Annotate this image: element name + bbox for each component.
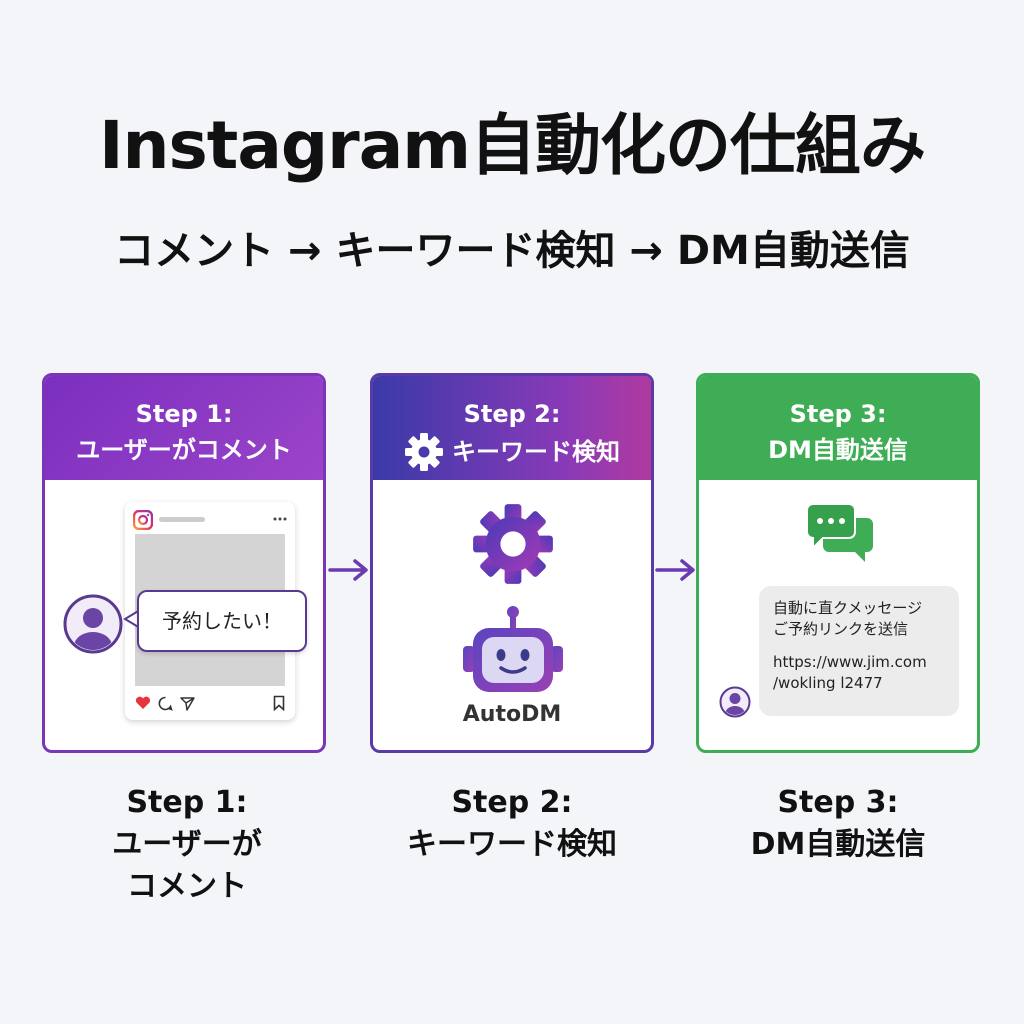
instagram-icon — [133, 510, 153, 530]
step-1-caption: Step 1: ユーザーが コメント — [42, 782, 332, 908]
user-avatar-icon — [719, 686, 751, 718]
caption-line: DM自動送信 — [750, 827, 926, 862]
bubble-tail — [123, 609, 141, 629]
dm-link-line2[interactable]: /wokling l2477 — [773, 674, 883, 692]
caption-line: ユーザーが — [112, 827, 262, 862]
user-avatar-icon — [63, 594, 123, 654]
dm-message: 自動に直クメッセージ ご予約リンクを送信 https://www.jim.com… — [759, 586, 959, 716]
step-1-card: Step 1: ユーザーがコメント — [42, 373, 326, 753]
step-3-card: Step 3: DM自動送信 自動に直クメッセージ ご予約リンクを送信 http… — [696, 373, 980, 753]
step-2-title: キーワード検知 — [452, 438, 620, 466]
step-2-caption: Step 2: キーワード検知 — [370, 782, 654, 866]
step-1-number: Step 1: — [135, 400, 233, 428]
caption-line: Step 1: — [126, 785, 248, 820]
caption-line: Step 3: — [777, 785, 899, 820]
bot-label: AutoDM — [462, 702, 562, 727]
page-subtitle: コメント → キーワード検知 → DM自動送信 — [114, 228, 910, 274]
dm-link-line1[interactable]: https://www.jim.com — [773, 653, 927, 671]
more-dots-icon[interactable] — [273, 516, 287, 522]
caption-line: Step 2: — [451, 785, 573, 820]
caption-line: キーワード検知 — [407, 827, 617, 862]
send-icon[interactable] — [180, 696, 195, 711]
bookmark-icon[interactable] — [273, 695, 285, 711]
step-2-card: Step 2: キーワード検知 — [370, 373, 654, 753]
step-3-header: Step 3: DM自動送信 — [699, 376, 977, 480]
comment-bubble: 予約したい！ — [137, 590, 307, 652]
card-body: 予約したい！ — [45, 480, 323, 750]
robot-icon — [463, 606, 563, 692]
gear-icon — [405, 433, 443, 471]
step-1-title: ユーザーがコメント — [76, 436, 292, 464]
dm-message-line2: ご予約リンクを送信 — [773, 620, 909, 638]
arrow-right-icon — [328, 559, 368, 581]
step-3-caption: Step 3: DM自動送信 — [696, 782, 980, 866]
step-3-number: Step 3: — [789, 400, 887, 428]
step-3-title: DM自動送信 — [768, 436, 908, 464]
chat-bubbles-icon — [806, 503, 873, 562]
card-body: AutoDM — [373, 480, 651, 750]
gear-icon — [473, 504, 553, 584]
caption-line: コメント — [127, 869, 247, 904]
arrow-right-icon — [655, 559, 695, 581]
card-body: 自動に直クメッセージ ご予約リンクを送信 https://www.jim.com… — [699, 480, 977, 750]
step-2-header: Step 2: キーワード検知 — [373, 376, 651, 480]
post-username-placeholder — [159, 517, 205, 522]
step-1-header: Step 1: ユーザーがコメント — [45, 376, 323, 480]
dm-message-line1: 自動に直クメッセージ — [773, 599, 923, 617]
step-2-title-row: キーワード検知 — [373, 432, 651, 472]
comment-icon[interactable] — [158, 696, 173, 711]
step-2-number: Step 2: — [463, 400, 561, 428]
heart-icon[interactable] — [135, 696, 151, 710]
page-title: Instagram自動化の仕組み — [98, 107, 926, 184]
